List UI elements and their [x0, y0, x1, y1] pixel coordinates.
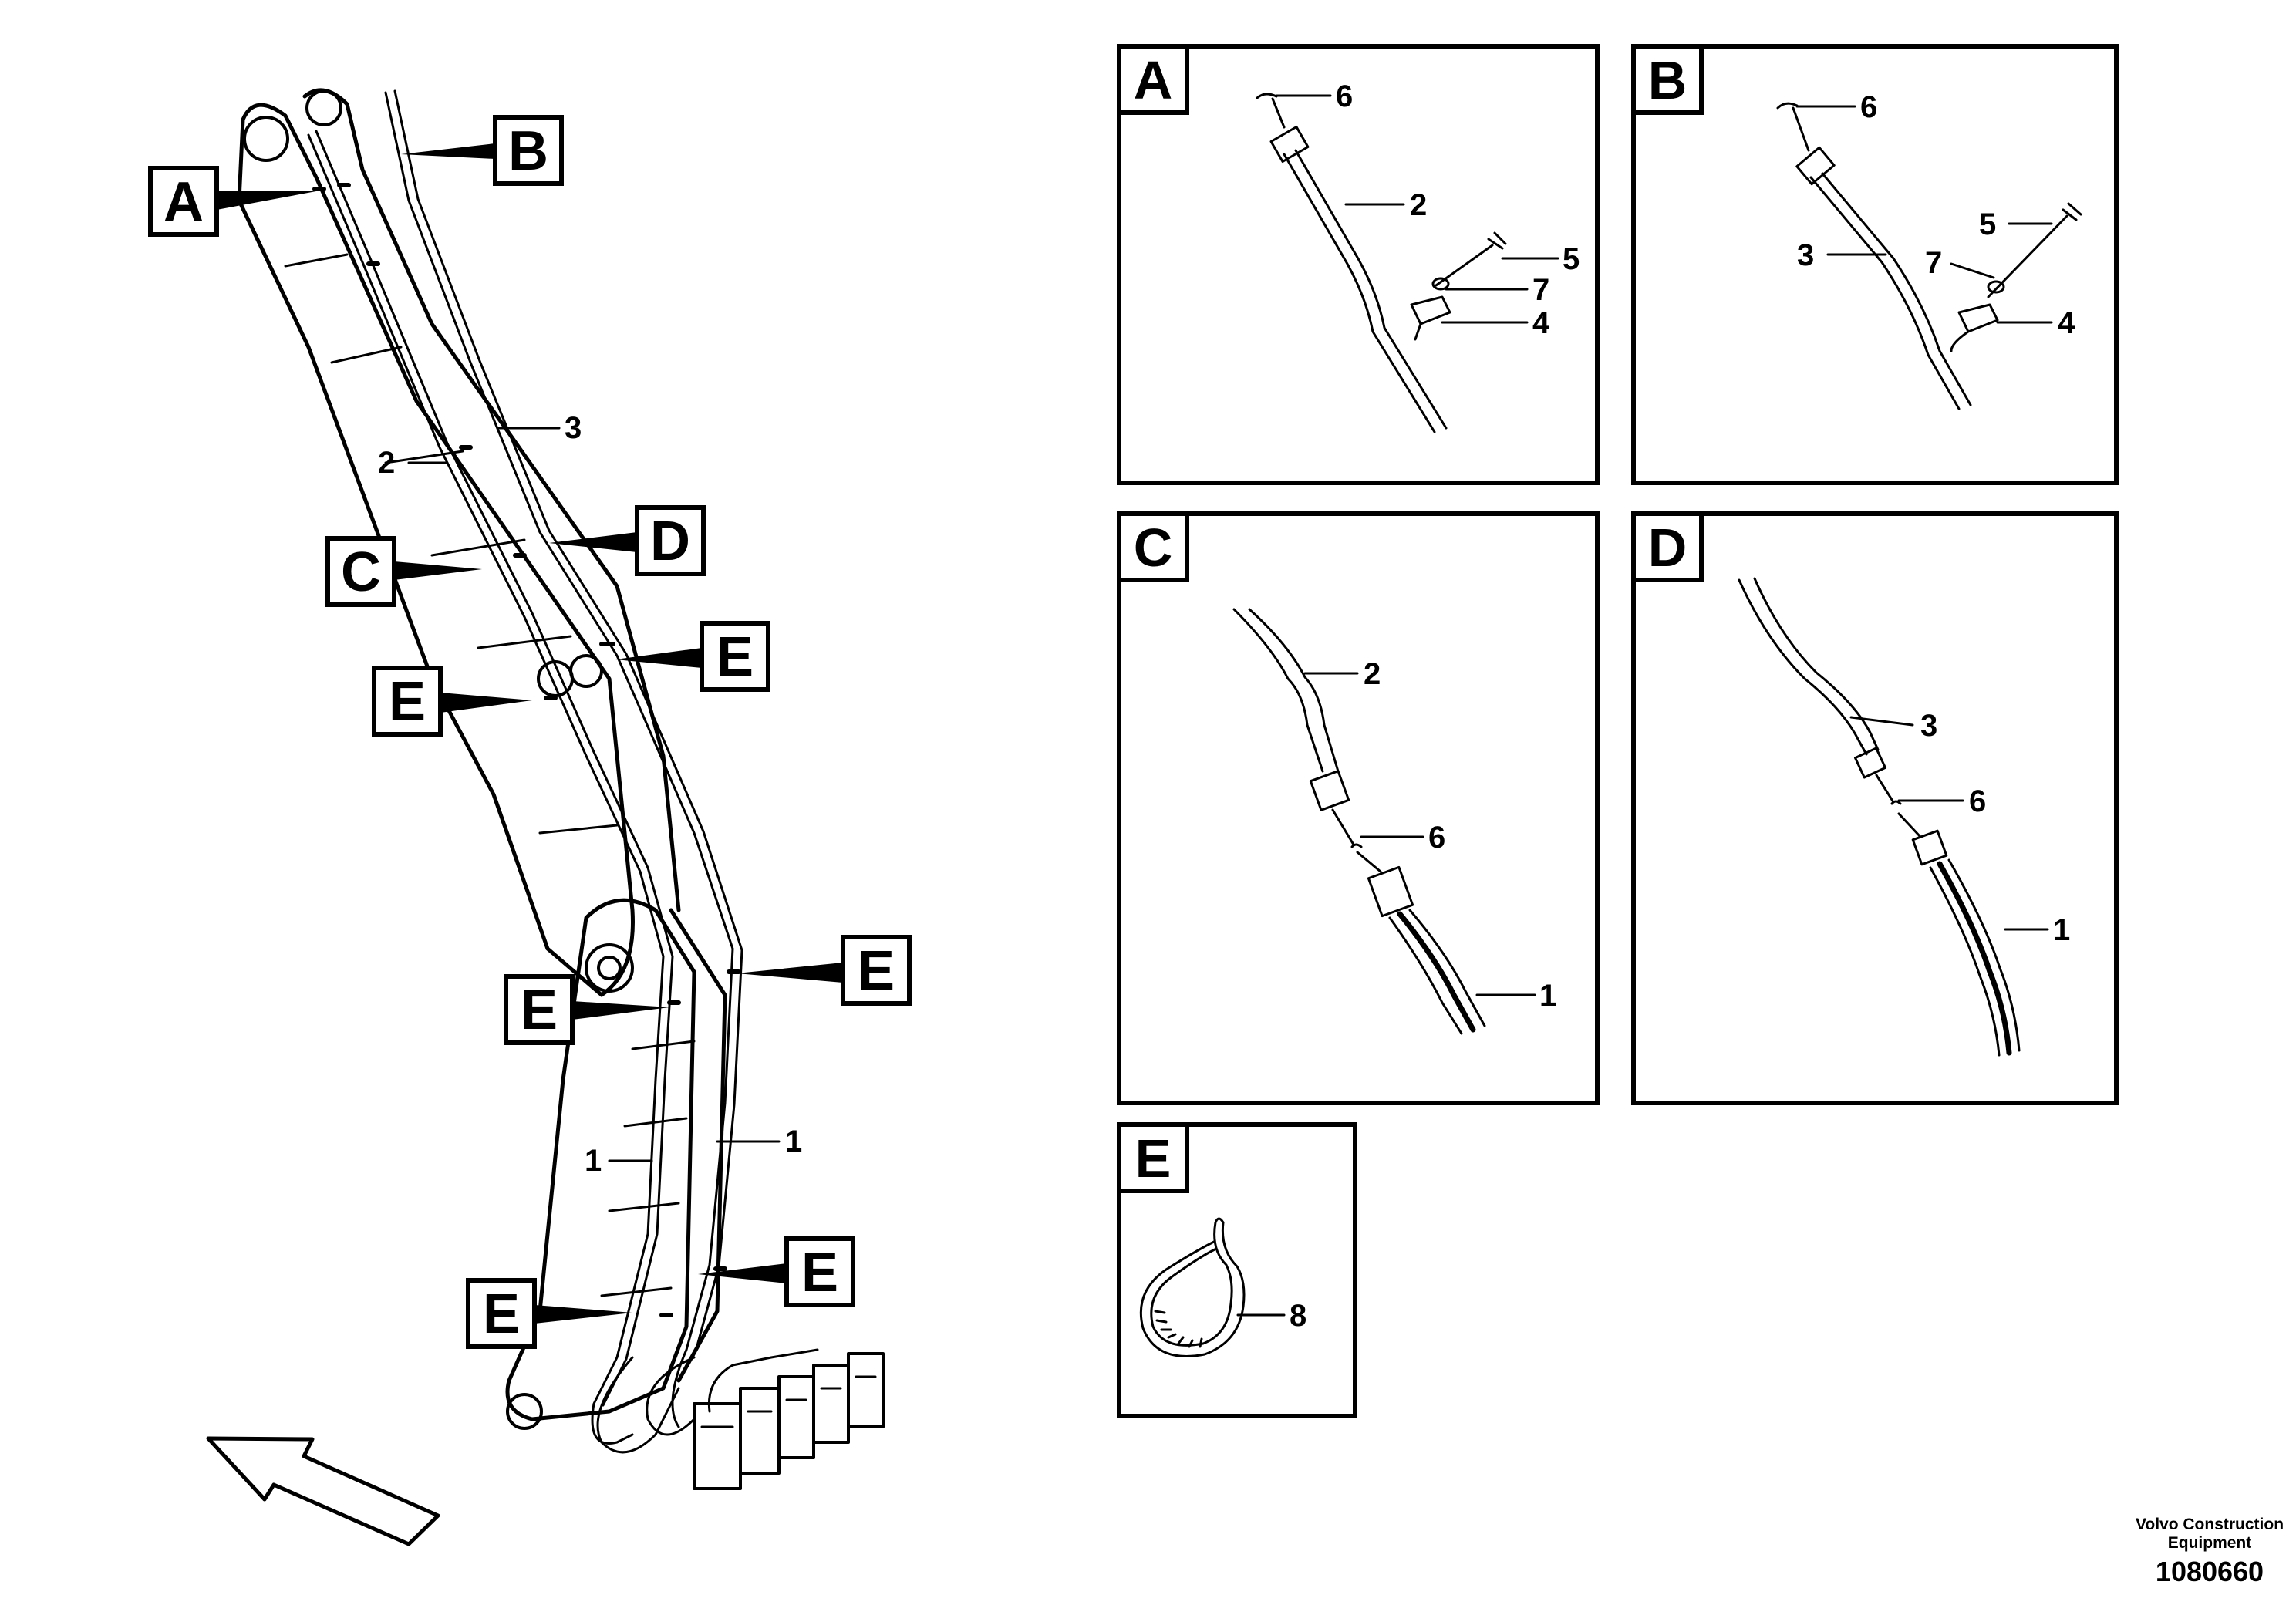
callout-e-5[interactable]: E — [698, 1236, 855, 1307]
panel-a-label-5: 5 — [1563, 242, 1580, 276]
panel-b-label-6: 6 — [1860, 90, 1877, 124]
callout-c[interactable]: C — [325, 536, 482, 607]
panel-b-label-5: 5 — [1979, 207, 1996, 241]
forward-direction-arrow-icon — [206, 1436, 440, 1546]
callout-b[interactable]: B — [401, 115, 564, 186]
callout-e-3[interactable]: E — [737, 935, 912, 1006]
panel-d-label-1: 1 — [2053, 913, 2070, 947]
detail-panel-c: C — [1117, 511, 1600, 1105]
panel-a-title: A — [1134, 50, 1173, 110]
panel-c-label-6: 6 — [1428, 821, 1445, 855]
panel-c-label-2: 2 — [1364, 657, 1381, 691]
boom-assembly-illustration — [237, 88, 885, 1490]
credit-line-2: Equipment — [2167, 1534, 2252, 1552]
main-label-1-left: 1 — [585, 1144, 602, 1178]
callout-e-1-label: E — [716, 626, 754, 688]
detail-panel-d: D — [1631, 511, 2119, 1105]
callout-e-6[interactable]: E — [466, 1278, 632, 1349]
main-part-leaders — [407, 427, 781, 1162]
panel-d-label-6: 6 — [1969, 784, 1986, 818]
cable-tie-icon — [1139, 1217, 1246, 1357]
publisher-credit: Volvo Construction Equipment 1080660 — [2082, 1516, 2296, 1590]
main-label-2: 2 — [378, 446, 395, 480]
callout-e-2[interactable]: E — [372, 666, 532, 737]
panel-a-label-6: 6 — [1336, 79, 1353, 113]
callout-a[interactable]: A — [148, 166, 316, 237]
credit-line-1: Volvo Construction — [2135, 1516, 2284, 1533]
panel-b-label-3: 3 — [1797, 238, 1814, 272]
callout-e-3-label: E — [858, 940, 895, 1002]
callout-e-4-label: E — [521, 980, 558, 1041]
callout-d-label: D — [650, 511, 690, 572]
detail-panel-e: E — [1117, 1122, 1357, 1418]
control-valve-illustration — [693, 1348, 885, 1490]
panel-d-label-3: 3 — [1920, 709, 1937, 743]
callout-b-label: B — [508, 120, 548, 182]
panel-b-label-4: 4 — [2058, 306, 2075, 340]
callout-e-6-label: E — [483, 1283, 520, 1345]
callout-e-2-label: E — [389, 671, 426, 733]
callout-d[interactable]: D — [549, 505, 706, 576]
detail-panel-a: A — [1117, 44, 1600, 485]
panel-e-title: E — [1135, 1128, 1172, 1189]
panel-a-label-4: 4 — [1532, 306, 1550, 340]
panel-c-title: C — [1134, 518, 1173, 578]
callout-e-1[interactable]: E — [615, 621, 770, 692]
detail-panel-b: B — [1631, 44, 2119, 485]
callout-e-4[interactable]: E — [504, 974, 669, 1045]
panel-a-label-7: 7 — [1532, 273, 1549, 307]
panel-c-label-1: 1 — [1539, 979, 1556, 1013]
panel-b-label-7: 7 — [1925, 246, 1942, 280]
callout-c-label: C — [341, 541, 381, 603]
callout-a-label: A — [164, 171, 204, 233]
panel-d-title: D — [1648, 518, 1687, 578]
panel-e-label-8: 8 — [1290, 1299, 1306, 1333]
main-label-3: 3 — [565, 411, 582, 445]
panel-b-title: B — [1648, 50, 1687, 110]
main-label-1-right: 1 — [785, 1125, 802, 1158]
callout-e-5-label: E — [801, 1242, 838, 1303]
drawing-number: 1080660 — [2155, 1556, 2264, 1587]
panel-a-label-2: 2 — [1410, 188, 1427, 222]
